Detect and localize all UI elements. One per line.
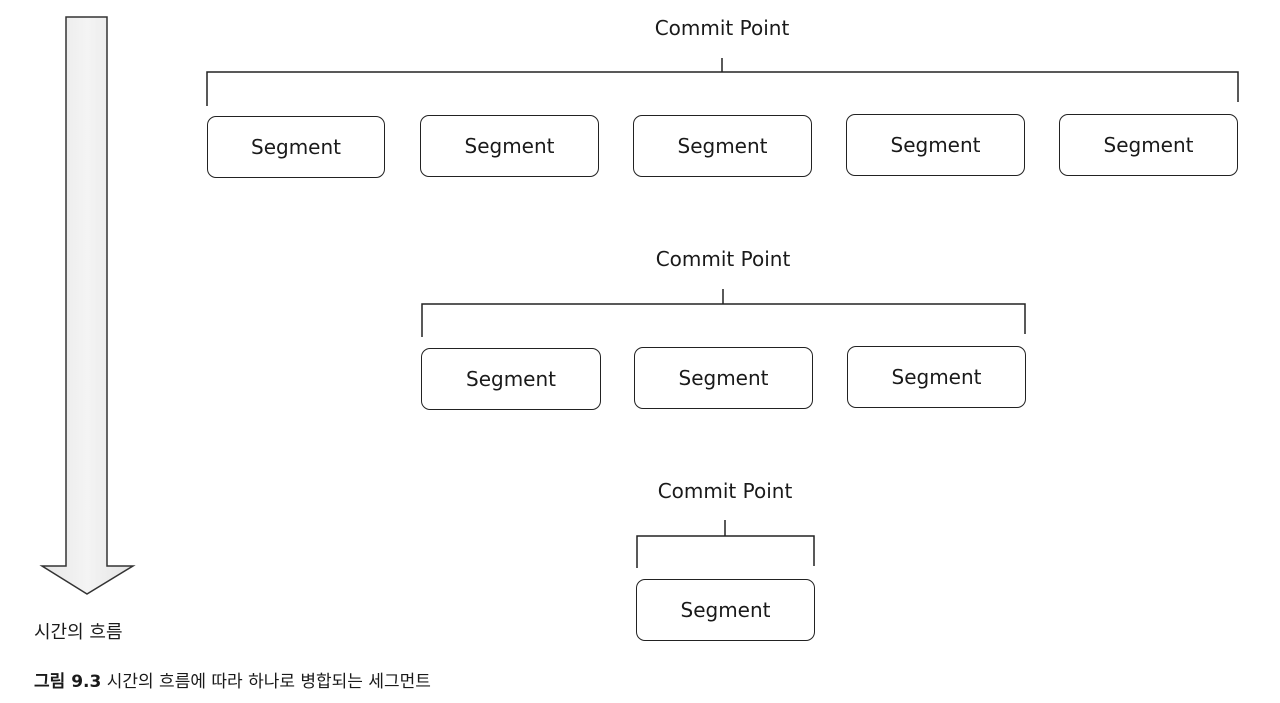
figure-caption: 그림 9.3 시간의 흐름에 따라 하나로 병합되는 세그먼트 — [34, 671, 431, 693]
bracket-group-2 — [421, 303, 1026, 337]
figure-caption-text: 시간의 흐름에 따라 하나로 병합되는 세그먼트 — [106, 672, 431, 692]
commit-point-label: Commit Point — [657, 479, 793, 503]
commit-point-label: Commit Point — [654, 16, 790, 40]
segment-box: Segment — [847, 346, 1026, 408]
time-arrow-shape — [39, 16, 136, 595]
figure-number: 그림 9.3 — [34, 672, 102, 692]
commit-point-label: Commit Point — [655, 247, 791, 271]
segment-box: Segment — [634, 347, 813, 409]
segment-box: Segment — [1059, 114, 1238, 176]
segment-box: Segment — [846, 114, 1025, 176]
segment-box: Segment — [421, 348, 601, 410]
segment-box: Segment — [636, 579, 815, 641]
segment-box: Segment — [633, 115, 812, 177]
bracket-group-1 — [206, 71, 1239, 106]
time-flow-label: 시간의 흐름 — [34, 622, 123, 643]
segment-box: Segment — [420, 115, 599, 177]
segment-box: Segment — [207, 116, 385, 178]
bracket-group-3 — [636, 535, 815, 568]
